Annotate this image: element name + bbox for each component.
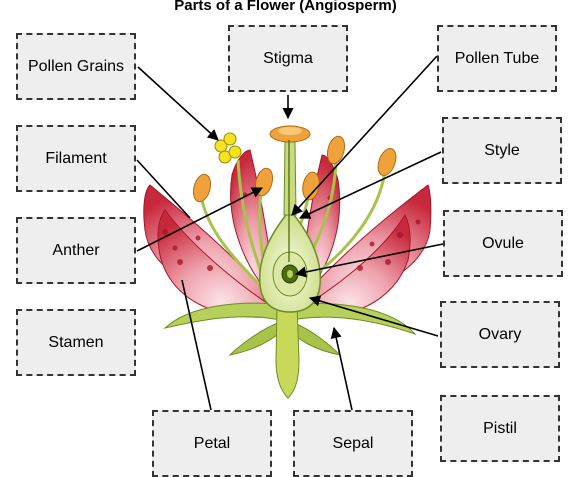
label-pollen-grains[interactable]: Pollen Grains bbox=[16, 33, 136, 100]
leader-filament bbox=[136, 159, 191, 219]
sepals bbox=[163, 302, 417, 356]
label-style[interactable]: Style bbox=[442, 117, 562, 184]
label-stigma[interactable]: Stigma bbox=[228, 25, 348, 92]
leader-ovary bbox=[308, 295, 439, 337]
label-ovule[interactable]: Ovule bbox=[443, 210, 563, 277]
label-stamen[interactable]: Stamen bbox=[16, 309, 136, 376]
leader-anther bbox=[136, 187, 264, 252]
leader-sepal bbox=[330, 326, 353, 411]
receptacle bbox=[275, 304, 300, 399]
sepal-left bbox=[163, 302, 286, 329]
label-anther[interactable]: Anther bbox=[16, 217, 136, 284]
anther-1 bbox=[192, 173, 212, 203]
diagram-title: Parts of a Flower (Angiosperm) bbox=[174, 0, 397, 14]
anthers bbox=[192, 135, 397, 203]
leader-style bbox=[298, 151, 442, 219]
pollen-grains bbox=[214, 132, 242, 164]
leader-pollen-tube bbox=[291, 55, 438, 216]
label-petal[interactable]: Petal bbox=[152, 410, 272, 477]
filament-1 bbox=[198, 189, 272, 297]
style bbox=[283, 141, 297, 216]
anther-3 bbox=[302, 171, 320, 201]
petal-spots bbox=[162, 192, 421, 271]
label-ovary[interactable]: Ovary bbox=[440, 301, 560, 368]
label-sepal[interactable]: Sepal bbox=[293, 410, 413, 477]
label-pistil[interactable]: Pistil bbox=[440, 395, 560, 462]
label-pollen-tube[interactable]: Pollen Tube bbox=[437, 25, 557, 92]
ovule-core bbox=[287, 270, 293, 278]
sepal-center-left bbox=[228, 321, 284, 356]
leader-ovule bbox=[294, 243, 444, 278]
anther-4 bbox=[326, 135, 346, 165]
leader-pollen-grains bbox=[137, 66, 219, 141]
sepal-right bbox=[289, 303, 417, 336]
leader-lines bbox=[136, 55, 444, 411]
anther-5 bbox=[377, 148, 397, 176]
label-filament[interactable]: Filament bbox=[16, 125, 136, 192]
leader-petal bbox=[181, 279, 212, 411]
